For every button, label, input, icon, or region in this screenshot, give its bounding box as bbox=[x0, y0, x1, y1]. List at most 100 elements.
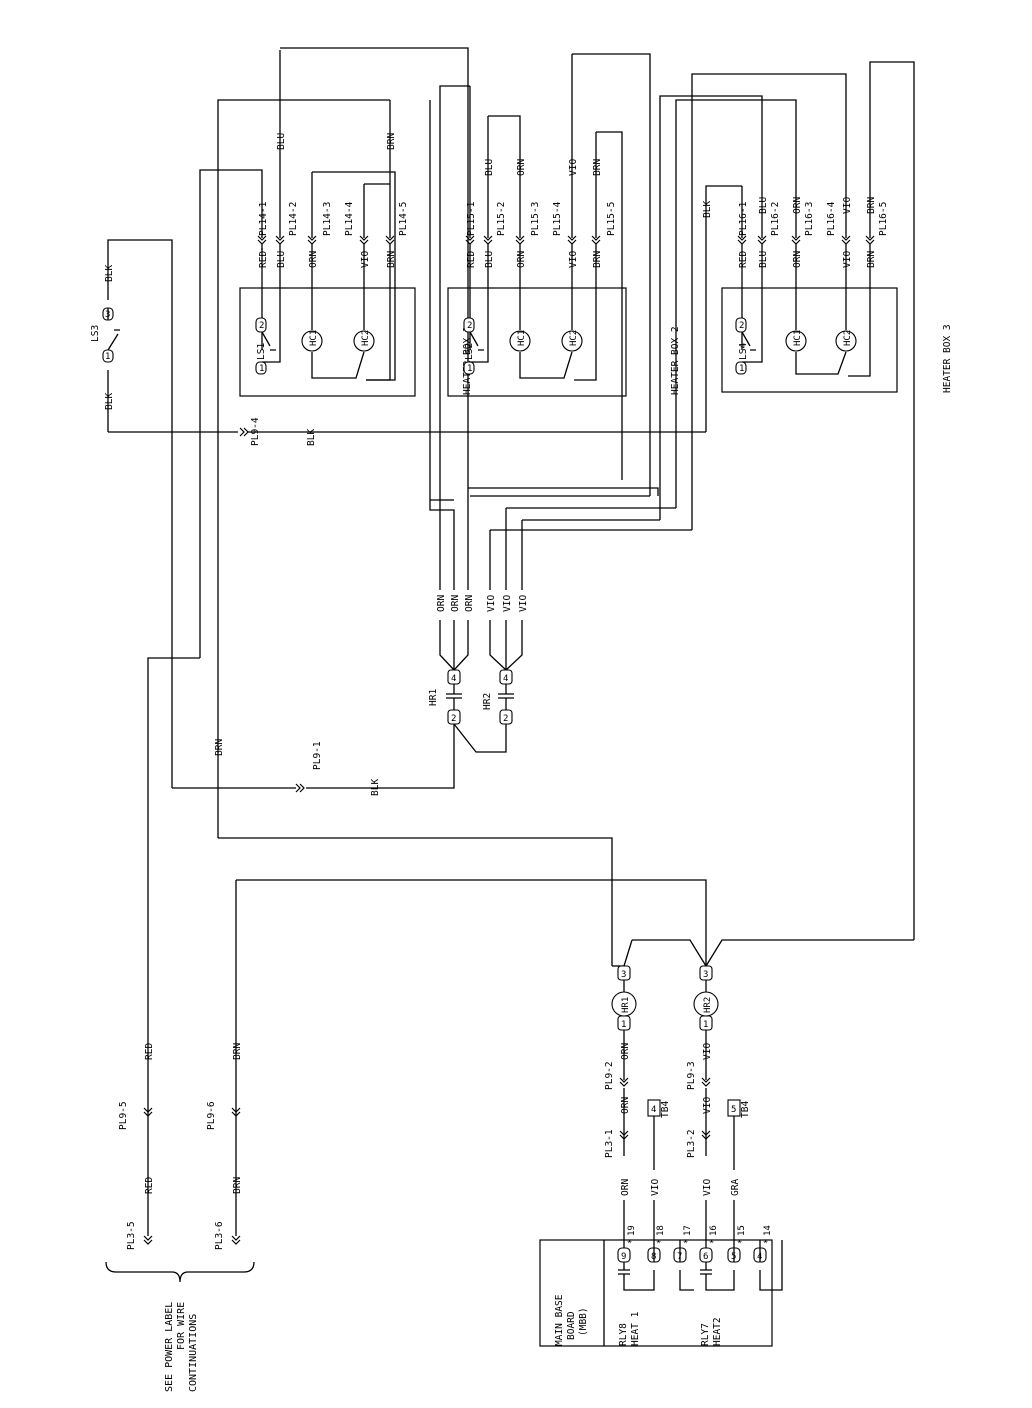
svg-text:HC2: HC2 bbox=[569, 330, 579, 346]
tb4-terminal: 4 TB4 VIO 5 TB4 GRA bbox=[647, 1099, 751, 1240]
svg-text:ORN: ORN bbox=[620, 1179, 631, 1196]
svg-text:BRN: BRN bbox=[214, 739, 225, 756]
svg-text:PL15-1: PL15-1 bbox=[466, 201, 477, 236]
svg-text:ORN: ORN bbox=[620, 1097, 631, 1114]
svg-text:BLK: BLK bbox=[104, 393, 115, 410]
svg-text:PL9-1: PL9-1 bbox=[312, 741, 323, 770]
svg-text:HEAT2: HEAT2 bbox=[712, 1317, 723, 1346]
svg-text:RED: RED bbox=[144, 1177, 155, 1194]
svg-text:BRN: BRN bbox=[386, 251, 397, 268]
svg-text:GRA: GRA bbox=[730, 1179, 741, 1196]
svg-text:BLK: BLK bbox=[370, 779, 381, 796]
svg-text:RED: RED bbox=[466, 251, 477, 268]
hc2-coil bbox=[353, 330, 375, 352]
svg-text:HC1: HC1 bbox=[309, 330, 319, 346]
svg-text:BRN: BRN bbox=[592, 159, 603, 176]
svg-text:PL9-3: PL9-3 bbox=[686, 1061, 697, 1090]
svg-text:*: * bbox=[627, 1239, 637, 1244]
svg-text:2: 2 bbox=[739, 321, 744, 331]
main-base-board: MAIN BASE BOARD (MBB) RLY8 HEAT 1 RLY7 H… bbox=[539, 1225, 783, 1347]
ls3-switch: 1 3 LS3 BLK BLK PL9-4 BLK bbox=[90, 239, 706, 788]
svg-text:1: 1 bbox=[621, 1020, 626, 1030]
svg-text:BLU: BLU bbox=[276, 133, 287, 150]
svg-text:TB4: TB4 bbox=[740, 1101, 751, 1118]
svg-text:*: * bbox=[709, 1239, 719, 1244]
svg-text:19: 19 bbox=[627, 1225, 637, 1236]
hr2-contact: 4 2 HR2 bbox=[482, 669, 514, 725]
svg-text:BRN: BRN bbox=[866, 251, 877, 268]
svg-text:BLU: BLU bbox=[484, 251, 495, 268]
svg-text:VIO: VIO bbox=[568, 251, 579, 268]
svg-text:ORN: ORN bbox=[464, 595, 475, 612]
ls1-label: LS1 bbox=[256, 343, 267, 360]
svg-text:1: 1 bbox=[259, 364, 264, 374]
svg-text:LS4: LS4 bbox=[738, 343, 749, 360]
svg-text:VIO: VIO bbox=[486, 595, 497, 612]
svg-text:HR1: HR1 bbox=[621, 997, 631, 1013]
heater-box-1: HC1 HC2 2 1 LS1 HEATER BOX 1 bbox=[217, 47, 473, 838]
svg-text:HC2: HC2 bbox=[843, 330, 853, 346]
heater-box-3-label: HEATER BOX 3 bbox=[942, 324, 953, 393]
heater-box-1-label: HEATER BOX 1 bbox=[462, 326, 473, 395]
svg-text:14: 14 bbox=[763, 1225, 773, 1236]
svg-text:18: 18 bbox=[656, 1225, 666, 1236]
svg-text:VIO: VIO bbox=[702, 1179, 713, 1196]
svg-text:VIO: VIO bbox=[842, 251, 853, 268]
svg-text:PL16-1: PL16-1 bbox=[738, 201, 749, 236]
svg-text:MAIN BASE: MAIN BASE bbox=[554, 1294, 565, 1346]
svg-text:1: 1 bbox=[739, 364, 744, 374]
svg-text:9: 9 bbox=[621, 1252, 626, 1262]
svg-text:17: 17 bbox=[683, 1225, 693, 1236]
svg-text:PL15-2: PL15-2 bbox=[496, 202, 507, 236]
svg-text:2: 2 bbox=[467, 321, 472, 331]
svg-text:1: 1 bbox=[105, 352, 110, 362]
svg-text:PL15-4: PL15-4 bbox=[552, 201, 563, 236]
svg-text:5: 5 bbox=[731, 1105, 736, 1115]
svg-text:BLU: BLU bbox=[484, 159, 495, 176]
svg-text:*: * bbox=[737, 1239, 747, 1244]
svg-text:BRN: BRN bbox=[232, 1043, 243, 1060]
relay-harness: ORN ORN ORN VIO VIO VIO bbox=[147, 100, 692, 1080]
svg-text:ORN: ORN bbox=[450, 595, 461, 612]
svg-text:2: 2 bbox=[451, 714, 456, 724]
svg-text:VIO: VIO bbox=[702, 1097, 713, 1114]
svg-text:3: 3 bbox=[703, 970, 708, 980]
svg-text:4: 4 bbox=[651, 1105, 656, 1115]
svg-text:BLK: BLK bbox=[104, 265, 115, 282]
svg-text:15: 15 bbox=[737, 1225, 747, 1236]
svg-text:BLK: BLK bbox=[702, 201, 713, 218]
svg-text:FOR WIRE: FOR WIRE bbox=[176, 1302, 187, 1350]
svg-text:ORN: ORN bbox=[436, 595, 447, 612]
svg-text:ORN: ORN bbox=[792, 197, 803, 214]
svg-text:PL9-2: PL9-2 bbox=[604, 1061, 615, 1090]
svg-text:BOARD: BOARD bbox=[566, 1311, 577, 1340]
svg-text:RED: RED bbox=[258, 251, 269, 268]
svg-text:1: 1 bbox=[703, 1020, 708, 1030]
svg-text:BLU: BLU bbox=[758, 251, 769, 268]
svg-text:VIO: VIO bbox=[360, 251, 371, 268]
svg-text:HC1: HC1 bbox=[793, 330, 803, 346]
svg-text:4: 4 bbox=[451, 674, 456, 684]
svg-text:BRN: BRN bbox=[592, 251, 603, 268]
svg-text:HR2: HR2 bbox=[703, 997, 713, 1013]
svg-text:PL9-5: PL9-5 bbox=[118, 1101, 129, 1130]
svg-text:PL16-2: PL16-2 bbox=[770, 202, 781, 236]
svg-text:ORN: ORN bbox=[308, 251, 319, 268]
svg-text:*: * bbox=[683, 1239, 693, 1244]
svg-text:3: 3 bbox=[105, 310, 110, 320]
svg-text:HC1: HC1 bbox=[517, 330, 527, 346]
svg-text:PL16-3: PL16-3 bbox=[804, 202, 815, 236]
svg-text:PL16-4: PL16-4 bbox=[826, 201, 837, 236]
svg-text:PL14-5: PL14-5 bbox=[398, 202, 409, 236]
heater-box-3: HC1 HC2 2 1 LS4 HEATER BOX 3 bbox=[659, 61, 953, 940]
svg-text:VIO: VIO bbox=[502, 595, 513, 612]
svg-text:HC2: HC2 bbox=[361, 330, 371, 346]
svg-text:LS2: LS2 bbox=[464, 343, 475, 360]
svg-text:ORN: ORN bbox=[792, 251, 803, 268]
svg-text:VIO: VIO bbox=[842, 197, 853, 214]
svg-text:BLU: BLU bbox=[758, 197, 769, 214]
svg-text:LS3: LS3 bbox=[90, 325, 101, 342]
svg-text:*: * bbox=[656, 1239, 666, 1244]
svg-text:HR2: HR2 bbox=[482, 693, 493, 710]
